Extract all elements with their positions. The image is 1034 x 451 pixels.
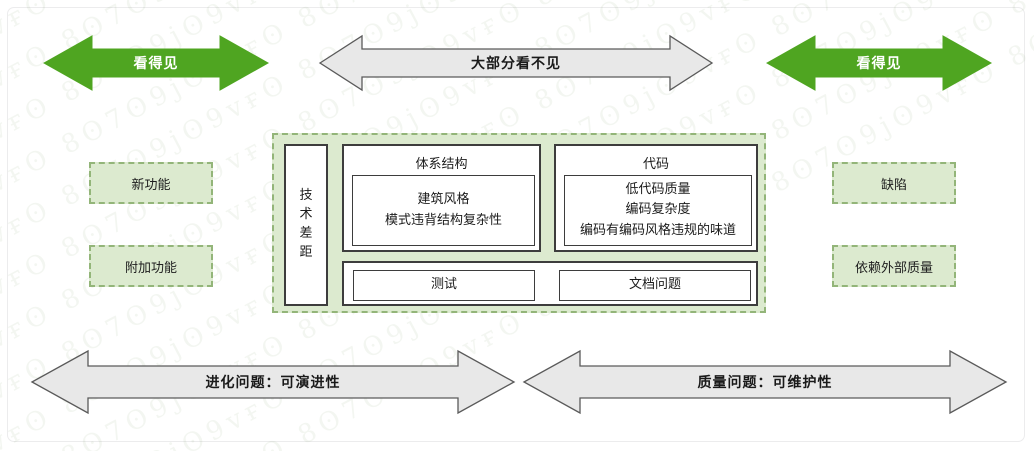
double-arrow-icon: [522, 349, 1008, 415]
chip-additional-feature[interactable]: 附加功能: [89, 245, 213, 287]
double-arrow-icon: [318, 34, 714, 92]
chip-external-quality-label: 依赖外部质量: [854, 260, 933, 276]
double-arrow-icon: [765, 35, 993, 91]
architecture-box[interactable]: 体系结构 建筑风格模式违背结构复杂性: [342, 144, 541, 252]
bottom-arrow-evolvability[interactable]: 进化问题：可演进性: [30, 349, 516, 415]
chip-defect[interactable]: 缺陷: [832, 162, 956, 204]
documentation-label: 文档问题: [628, 277, 681, 293]
chip-defect-label: 缺陷: [880, 177, 907, 193]
chip-new-feature-label: 新功能: [131, 177, 171, 193]
bottom-arrow-maintainability[interactable]: 质量问题：可维护性: [522, 349, 1008, 415]
chip-external-quality[interactable]: 依赖外部质量: [832, 245, 956, 287]
code-box[interactable]: 代码 低代码质量编码复杂度编码有编码风格违规的味道: [554, 144, 758, 252]
architecture-title: 体系结构: [415, 157, 468, 172]
architecture-items: 建筑风格模式违背结构复杂性: [352, 175, 535, 246]
test-box[interactable]: 测试: [353, 270, 535, 301]
top-arrow-invisible[interactable]: 大部分看不见: [318, 34, 714, 92]
top-arrow-visible-left[interactable]: 看得见: [42, 34, 270, 92]
technical-gap-box[interactable]: 技术差距: [284, 144, 328, 306]
documentation-box[interactable]: 文档问题: [559, 270, 751, 301]
page-frame: [7, 7, 1025, 442]
top-arrow-visible-right[interactable]: 看得见: [765, 34, 993, 92]
code-title: 代码: [642, 157, 669, 172]
chip-additional-feature-label: 附加功能: [124, 260, 177, 276]
double-arrow-icon: [42, 35, 270, 91]
test-label: 测试: [430, 277, 457, 293]
lower-row-box: 测试 文档问题: [342, 261, 758, 306]
technical-debt-container: 技术差距 体系结构 建筑风格模式违背结构复杂性 代码 低代码质量编码复杂度编码有…: [272, 133, 766, 313]
chip-new-feature[interactable]: 新功能: [89, 162, 213, 204]
technical-gap-label: 技术差距: [299, 188, 313, 260]
double-arrow-icon: [30, 349, 516, 415]
code-items: 低代码质量编码复杂度编码有编码风格违规的味道: [564, 175, 752, 246]
